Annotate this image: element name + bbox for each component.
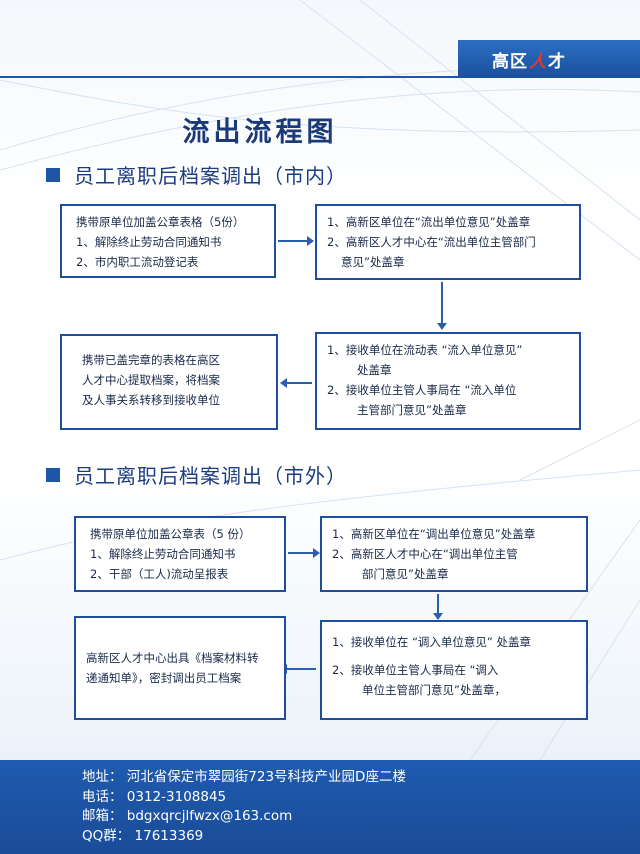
box-line: 处盖章 <box>357 363 392 377</box>
footer-contact: 地址： 河北省保定市翠园街723号科技产业园D座二楼 电话： 0312-3108… <box>0 760 640 854</box>
arrow-down <box>437 282 447 330</box>
box-line: 高新区人才中心出具《档案材料转 <box>86 651 259 665</box>
arrow-down <box>433 594 443 620</box>
section-heading-outside-city: 员工离职后档案调出（市外） <box>46 460 347 489</box>
box-line: 2、高新区人才中心在“流出单位主管部门 <box>327 235 536 249</box>
flow-box-step4: 高新区人才中心出具《档案材料转 递通知单》，密封调出员工档案 <box>74 616 286 720</box>
square-bullet-icon <box>46 167 60 182</box>
logo-mark: 人 <box>529 51 547 72</box>
arrow-right <box>278 236 314 246</box>
flow-box-step3: 1、接收单位在流动表 “流入单位意见” 处盖章 2、接收单位主管人事局在 “流入… <box>315 332 581 430</box>
arrow-left <box>280 378 312 388</box>
flow-box-step3: 1、接收单位在 “调入单位意见” 处盖章 2、接收单位主管人事局在 “调入 单位… <box>320 620 588 720</box>
box-line: 主管部门意见”处盖章 <box>357 403 467 417</box>
box-line: 1、解除终止劳动合同通知书 <box>76 235 222 249</box>
header-divider <box>0 76 640 78</box>
box-line: 1、解除终止劳动合同通知书 <box>90 547 236 561</box>
flow-box-step2: 1、高新区单位在“调出单位意见”处盖章 2、高新区人才中心在“调出单位主管 部门… <box>320 516 588 592</box>
footer-phone: 电话： 0312-3108845 <box>82 788 227 805</box>
box-line: 携带原单位加盖公章表格（5份） <box>76 215 245 229</box>
section-heading-citywide: 员工离职后档案调出（市内） <box>46 160 347 189</box>
arrow-right <box>288 548 320 558</box>
box-line: 1、高新区单位在“调出单位意见”处盖章 <box>332 527 536 541</box>
box-line: 人才中心提取档案，将档案 <box>82 373 220 387</box>
box-line: 单位主管部门意见”处盖章， <box>362 683 506 697</box>
footer-qq-group: QQ群： 17613369 <box>82 827 204 844</box>
logo: 高区人才 <box>458 40 640 78</box>
box-line: 2、干部（工人)流动呈报表 <box>90 567 229 581</box>
logo-text-left: 高区 <box>492 51 528 72</box>
flow-box-step1: 携带原单位加盖公章表（5 份） 1、解除终止劳动合同通知书 2、干部（工人)流动… <box>74 516 286 592</box>
box-line: 1、高新区单位在“流出单位意见”处盖章 <box>327 215 531 229</box>
box-line: 2、接收单位主管人事局在 “调入 <box>332 663 499 677</box>
section-heading-text: 员工离职后档案调出（市内） <box>74 164 347 188</box>
box-line: 及人事关系转移到接收单位 <box>82 393 220 407</box>
logo-text-right: 才 <box>548 51 566 72</box>
box-line: 2、接收单位主管人事局在 “流入单位 <box>327 383 517 397</box>
background-decoration <box>0 0 640 760</box>
box-line: 部门意见”处盖章 <box>362 567 449 581</box>
footer-address: 地址： 河北省保定市翠园街723号科技产业园D座二楼 <box>82 769 406 785</box>
box-line: 1、接收单位在 “调入单位意见” 处盖章 <box>332 635 532 649</box>
square-bullet-icon <box>46 467 60 482</box>
arrow-left <box>280 664 316 674</box>
flow-box-step4: 携带已盖完章的表格在高区 人才中心提取档案，将档案 及人事关系转移到接收单位 <box>60 334 278 430</box>
box-line: 1、接收单位在流动表 “流入单位意见” <box>327 343 523 357</box>
box-line: 递通知单》，密封调出员工档案 <box>86 671 242 685</box>
section-heading-text: 员工离职后档案调出（市外） <box>74 464 347 488</box>
box-line: 携带原单位加盖公章表（5 份） <box>90 527 251 541</box>
page-title: 流出流程图 <box>182 117 338 148</box>
flow-box-step1: 携带原单位加盖公章表格（5份） 1、解除终止劳动合同通知书 2、市内职工流动登记… <box>60 204 276 278</box>
flow-box-step2: 1、高新区单位在“流出单位意见”处盖章 2、高新区人才中心在“流出单位主管部门 … <box>315 204 581 280</box>
box-line: 2、市内职工流动登记表 <box>76 255 199 269</box>
footer-email: 邮箱： bdgxqrcjlfwzx@163.com <box>82 808 293 824</box>
box-line: 2、高新区人才中心在“调出单位主管 <box>332 547 518 561</box>
box-line: 携带已盖完章的表格在高区 <box>82 353 220 367</box>
box-line: 意见”处盖章 <box>341 255 405 269</box>
